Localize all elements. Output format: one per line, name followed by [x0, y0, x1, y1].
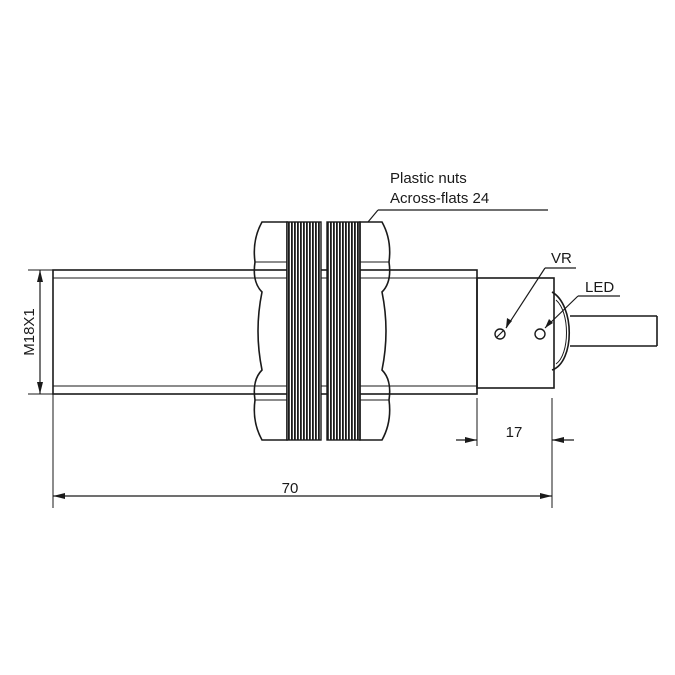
- nut-leader: [367, 209, 548, 223]
- sensor-head: [476, 277, 570, 389]
- threaded-body: [52, 269, 478, 395]
- vr-label: VR: [551, 250, 572, 267]
- led-label: LED: [585, 279, 614, 296]
- head-length-label: 17: [506, 424, 523, 441]
- plastic-nuts-label: Plastic nuts: [390, 170, 467, 187]
- overall-length-label: 70: [282, 480, 299, 497]
- across-flats-label: Across-flats 24: [390, 190, 489, 207]
- vr-potentiometer: [494, 328, 506, 340]
- head-length-dimension: [456, 398, 574, 446]
- right-plastic-nut: [326, 221, 391, 441]
- thread-dimension: [28, 269, 53, 395]
- led-leader: [544, 295, 620, 329]
- left-plastic-nut: [253, 221, 322, 441]
- vr-leader: [505, 267, 576, 329]
- cable: [570, 315, 658, 347]
- overall-length-dimension: [52, 394, 553, 508]
- thread-size-label: M18X1: [21, 308, 38, 356]
- led-indicator: [534, 328, 546, 340]
